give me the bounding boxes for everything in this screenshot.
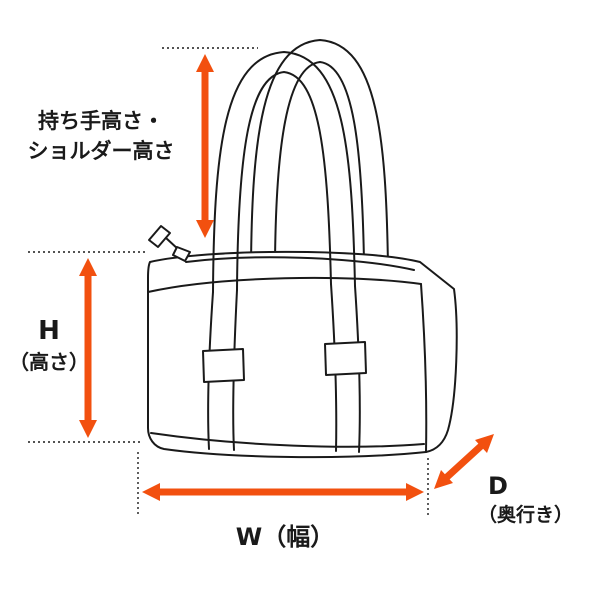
front-handle-outer-edge [212,51,356,293]
bottom-seam [150,432,425,448]
depth-caption: （奥行き） [478,504,574,526]
reference-lines [28,47,429,516]
back-handle-outer-edge [250,39,389,267]
zipper [148,225,191,262]
handle-height-arrow-head-top [196,54,214,72]
front-right-edge [420,283,428,453]
front-straps [202,283,367,453]
handle-height-arrow [196,54,214,238]
back-handle [250,39,389,267]
depth-arrow [434,434,494,489]
strap-right-buckle [324,341,367,376]
handle-height-label-line1: 持ち手高さ・ [38,109,164,133]
height-arrow [79,258,97,438]
bag-outline [147,250,458,459]
height-arrow-head-bottom [79,420,97,438]
height-arrow-head-top [79,258,97,276]
front-handle-inner-edge [236,71,332,291]
depth-label: D （奥行き） [478,470,598,530]
height-caption: （高さ） [9,350,89,374]
strap-left-buckle [202,348,245,383]
depth-arrow-head-upper [475,434,494,453]
depth-arrow-shaft [444,443,484,480]
zipper-track-line [185,256,415,271]
width-label: W（幅） [235,523,335,551]
height-symbol: H [38,316,60,346]
bag-body [147,250,458,459]
height-label: H （高さ） [0,314,98,377]
depth-arrow-head-lower [434,470,453,489]
zipper-slider [172,246,191,262]
back-handle-inner-edge [274,61,365,263]
handle-height-arrow-head-bottom [196,220,214,238]
front-handle [212,51,356,293]
width-arrow [142,483,424,501]
width-arrow-head-left [142,483,160,501]
front-top-edge [147,276,422,293]
zipper-pull-tab [148,225,171,248]
width-arrow-head-right [406,483,424,501]
handle-height-label: 持ち手高さ・ ショルダー高さ [12,106,190,167]
handle-height-label-line2: ショルダー高さ [27,139,175,164]
depth-symbol: D [488,472,508,500]
